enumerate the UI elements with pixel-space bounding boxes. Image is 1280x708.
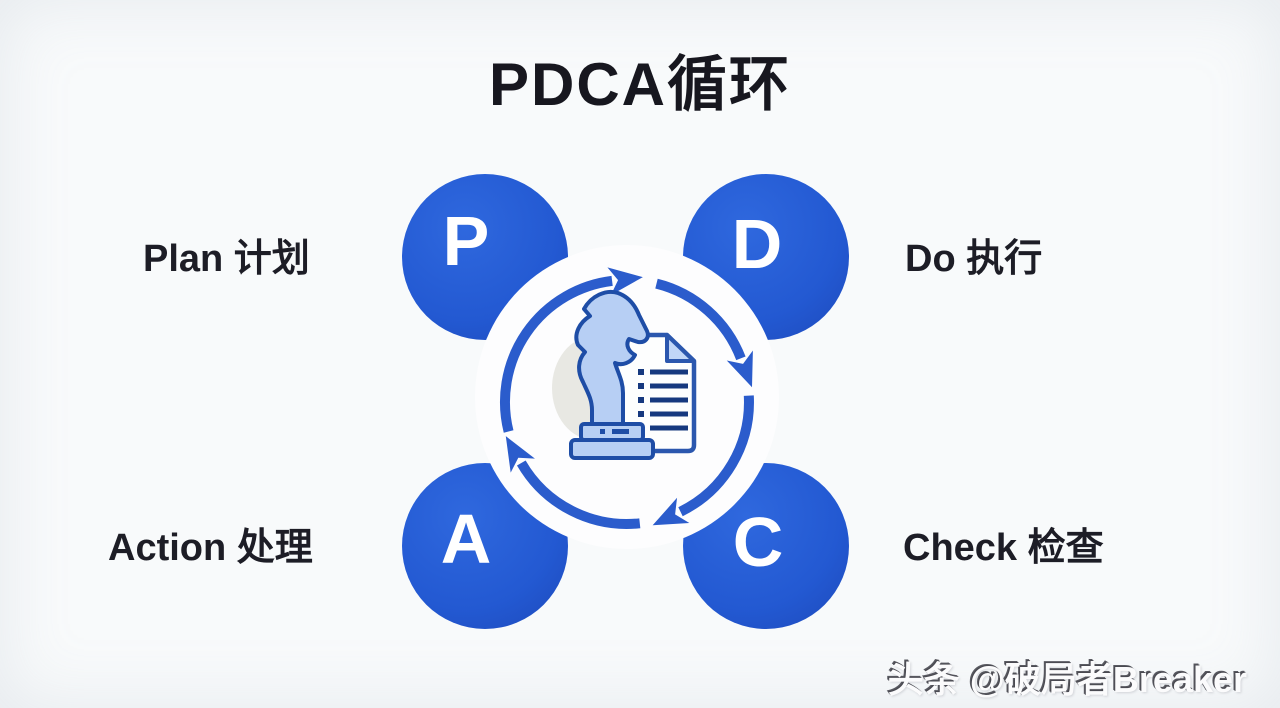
- node-letter-action: A: [440, 499, 492, 578]
- label-do: Do 执行: [905, 238, 1043, 280]
- watermark: 头条 @破局者Breaker: [887, 659, 1247, 700]
- cycle-arrow-top-left: [500, 267, 643, 433]
- node-letter-plan: P: [442, 201, 490, 280]
- page-title: PDCA循环: [488, 51, 791, 118]
- chess-knight-icon: [569, 289, 655, 460]
- node-letter-do: D: [731, 204, 783, 283]
- label-check: Check 检查: [903, 527, 1104, 569]
- label-action: Action 处理: [108, 527, 313, 569]
- node-letter-check: C: [732, 502, 784, 581]
- center-icon-group: [552, 289, 697, 460]
- cycle-arrow-bottom-right: [652, 395, 754, 526]
- cycle-arrow-bottom-left: [505, 436, 641, 529]
- cycle-arrow-top-right: [655, 278, 753, 388]
- label-plan: Plan 计划: [143, 238, 310, 280]
